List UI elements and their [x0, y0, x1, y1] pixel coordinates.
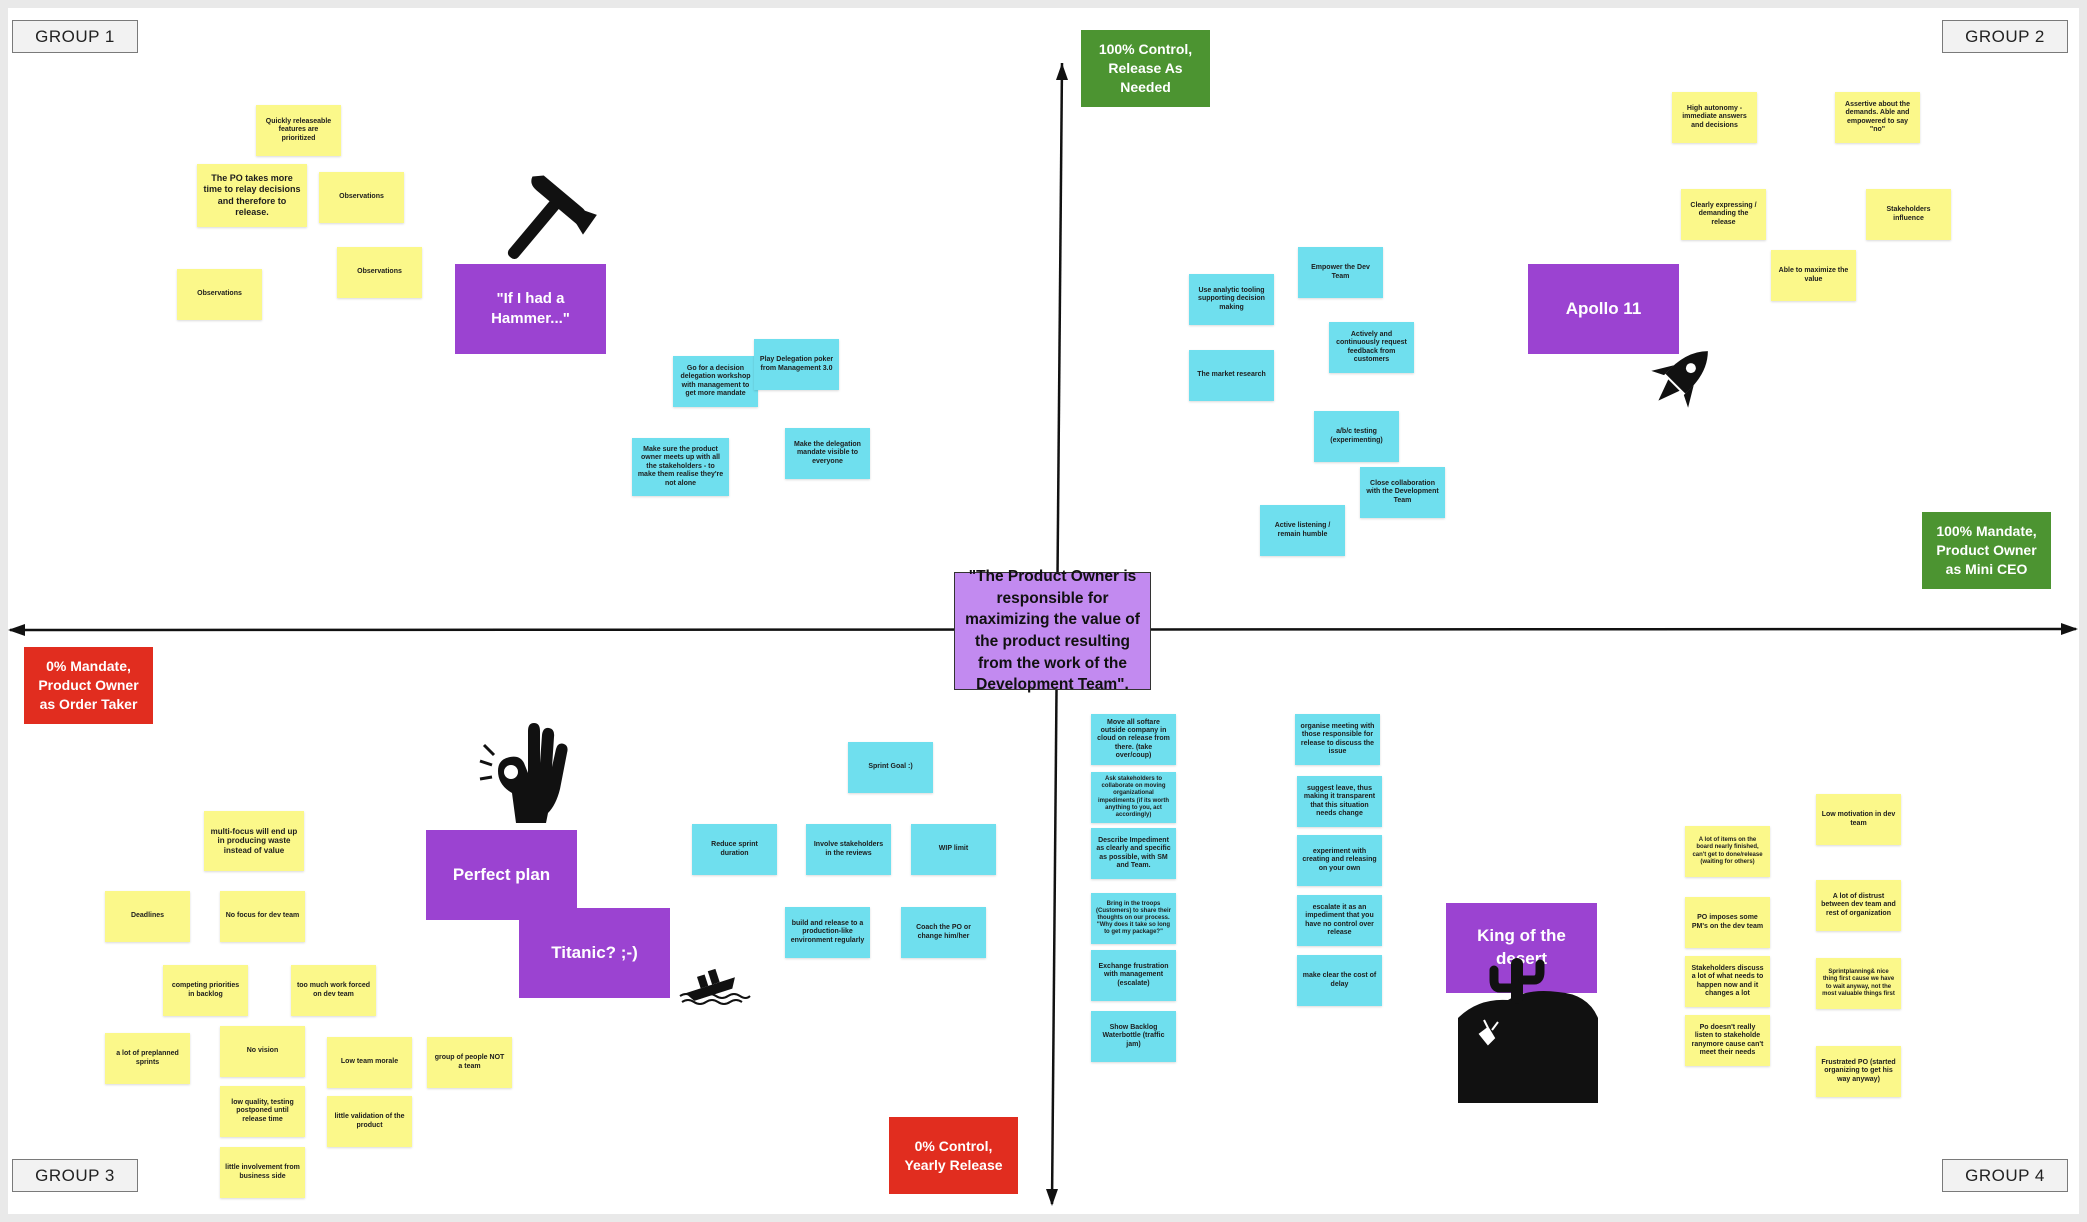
q1-yellow-note-5[interactable]: Observations — [177, 269, 262, 320]
q3-cyan-note-3[interactable]: Involve stakeholders in the reviews — [806, 824, 891, 875]
group-1-label[interactable]: GROUP 1 — [12, 20, 138, 53]
axis-label-top[interactable]: 100% Control, Release As Needed — [1081, 30, 1210, 107]
q4-cyan-note-6[interactable]: experiment with creating and releasing o… — [1297, 835, 1382, 886]
q1-title-note[interactable]: "If I had a Hammer..." — [455, 264, 606, 354]
q3-yellow-note-5[interactable]: too much work forced on dev team — [291, 965, 376, 1016]
q3-title-note-titanic[interactable]: Titanic? ;-) — [519, 908, 670, 998]
q4-yellow-note-2[interactable]: A lot of items on the board nearly finis… — [1685, 826, 1770, 877]
q4-yellow-note-7[interactable]: Po doesn't really listen to stakeholde r… — [1685, 1015, 1770, 1066]
q1-yellow-note-3[interactable]: Observations — [319, 172, 404, 223]
q4-cyan-note-7[interactable]: Bring in the troops (Customers) to share… — [1091, 893, 1176, 944]
q3-yellow-note-1[interactable]: multi-focus will end up in producing was… — [204, 811, 304, 871]
q1-yellow-note-4[interactable]: Observations — [337, 247, 422, 298]
group-4-label[interactable]: GROUP 4 — [1942, 1159, 2068, 1192]
q2-yellow-note-4[interactable]: Stakeholders influence — [1866, 189, 1951, 240]
rocket-icon — [1651, 351, 1708, 408]
q3-cyan-note-2[interactable]: Reduce sprint duration — [692, 824, 777, 875]
axis-label-right[interactable]: 100% Mandate, Product Owner as Mini CEO — [1922, 512, 2051, 589]
q3-yellow-note-9[interactable]: group of people NOT a team — [427, 1037, 512, 1088]
q4-cyan-note-11[interactable]: Show Backlog Waterbottle (traffic jam) — [1091, 1011, 1176, 1062]
hammer-icon — [507, 175, 597, 260]
q2-cyan-note-5[interactable]: a/b/c testing (experimenting) — [1314, 411, 1399, 462]
q2-cyan-note-2[interactable]: Empower the Dev Team — [1298, 247, 1383, 298]
axis-arrow-bottom — [1046, 1189, 1058, 1206]
q3-yellow-note-12[interactable]: little involvement from business side — [220, 1147, 305, 1198]
q4-cyan-note-10[interactable]: make clear the cost of delay — [1297, 955, 1382, 1006]
q3-yellow-note-3[interactable]: No focus for dev team — [220, 891, 305, 942]
q3-cyan-note-1[interactable]: Sprint Goal :) — [848, 742, 933, 793]
q2-cyan-note-3[interactable]: Actively and continuously request feedba… — [1329, 322, 1414, 373]
q3-cyan-note-5[interactable]: build and release to a production-like e… — [785, 907, 870, 958]
q4-yellow-note-6[interactable]: Sprintplanning& nice thing first cause w… — [1816, 958, 1901, 1009]
center-quote-note[interactable]: "The Product Owner is responsible for ma… — [954, 568, 1151, 693]
axis-arrow-top — [1056, 63, 1068, 80]
q4-cyan-note-4[interactable]: suggest leave, thus making it transparen… — [1297, 776, 1382, 827]
axis-label-bottom[interactable]: 0% Control, Yearly Release — [889, 1117, 1018, 1194]
q2-cyan-note-4[interactable]: The market research — [1189, 350, 1274, 401]
axis-arrow-left — [8, 624, 25, 636]
q1-yellow-note-1[interactable]: Quickly releaseable features are priorit… — [256, 105, 341, 156]
q4-yellow-note-4[interactable]: PO imposes some PM's on the dev team — [1685, 897, 1770, 948]
q1-cyan-note-2[interactable]: Play Delegation poker from Management 3.… — [754, 339, 839, 390]
q2-cyan-note-7[interactable]: Active listening / remain humble — [1260, 505, 1345, 556]
cactus-desert-icon — [1458, 958, 1598, 1103]
q4-cyan-note-1[interactable]: Move all softare outside company in clou… — [1091, 714, 1176, 765]
group-3-label[interactable]: GROUP 3 — [12, 1159, 138, 1192]
q4-cyan-note-8[interactable]: escalate it as an impediment that you ha… — [1297, 895, 1382, 946]
q2-yellow-note-3[interactable]: Clearly expressing / demanding the relea… — [1681, 189, 1766, 240]
q1-cyan-note-3[interactable]: Make sure the product owner meets up wit… — [632, 438, 729, 496]
q3-yellow-note-4[interactable]: competing priorities in backlog — [163, 965, 248, 1016]
q3-yellow-note-10[interactable]: low quality, testing postponed until rel… — [220, 1086, 305, 1137]
axis-arrow-right — [2061, 623, 2078, 635]
ok-hand-icon — [479, 723, 568, 823]
q3-yellow-note-2[interactable]: Deadlines — [105, 891, 190, 942]
q3-yellow-note-11[interactable]: little validation of the product — [327, 1096, 412, 1147]
q1-cyan-note-4[interactable]: Make the delegation mandate visible to e… — [785, 428, 870, 479]
q4-yellow-note-3[interactable]: A lot of distrust between dev team and r… — [1816, 880, 1901, 931]
q4-yellow-note-5[interactable]: Stakeholders discuss a lot of what needs… — [1685, 956, 1770, 1007]
q4-cyan-note-5[interactable]: Describe Impediment as clearly and speci… — [1091, 828, 1176, 879]
q3-cyan-note-4[interactable]: WIP limit — [911, 824, 996, 875]
q3-yellow-note-7[interactable]: No vision — [220, 1026, 305, 1077]
whiteboard-canvas: GROUP 1 GROUP 2 GROUP 3 GROUP 4 100% Con… — [8, 8, 2079, 1214]
q4-cyan-note-2[interactable]: organise meeting with those responsible … — [1295, 714, 1380, 765]
q3-yellow-note-6[interactable]: a lot of preplanned sprints — [105, 1033, 190, 1084]
q4-yellow-note-8[interactable]: Frustrated PO (started organizing to get… — [1816, 1046, 1901, 1097]
q3-title-note-perfect-plan[interactable]: Perfect plan — [426, 830, 577, 920]
q3-cyan-note-6[interactable]: Coach the PO or change him/her — [901, 907, 986, 958]
q4-yellow-note-1[interactable]: Low motivation in dev team — [1816, 794, 1901, 845]
q2-yellow-note-1[interactable]: High autonomy - immediate answers and de… — [1672, 92, 1757, 143]
q2-cyan-note-1[interactable]: Use analytic tooling supporting decision… — [1189, 274, 1274, 325]
q3-yellow-note-8[interactable]: Low team morale — [327, 1037, 412, 1088]
q2-yellow-note-2[interactable]: Assertive about the demands. Able and em… — [1835, 92, 1920, 143]
q4-cyan-note-9[interactable]: Exchange frustration with management (es… — [1091, 950, 1176, 1001]
q4-cyan-note-3[interactable]: Ask stakeholders to collaborate on movin… — [1091, 772, 1176, 823]
q1-cyan-note-1[interactable]: Go for a decision delegation workshop wi… — [673, 356, 758, 407]
q2-title-note[interactable]: Apollo 11 — [1528, 264, 1679, 354]
axis-label-left[interactable]: 0% Mandate, Product Owner as Order Taker — [24, 647, 153, 724]
q2-cyan-note-6[interactable]: Close collaboration with the Development… — [1360, 467, 1445, 518]
group-2-label[interactable]: GROUP 2 — [1942, 20, 2068, 53]
sinking-ship-icon — [679, 968, 751, 1005]
q2-yellow-note-5[interactable]: Able to maximize the value — [1771, 250, 1856, 301]
q1-yellow-note-2[interactable]: The PO takes more time to relay decision… — [197, 164, 307, 227]
